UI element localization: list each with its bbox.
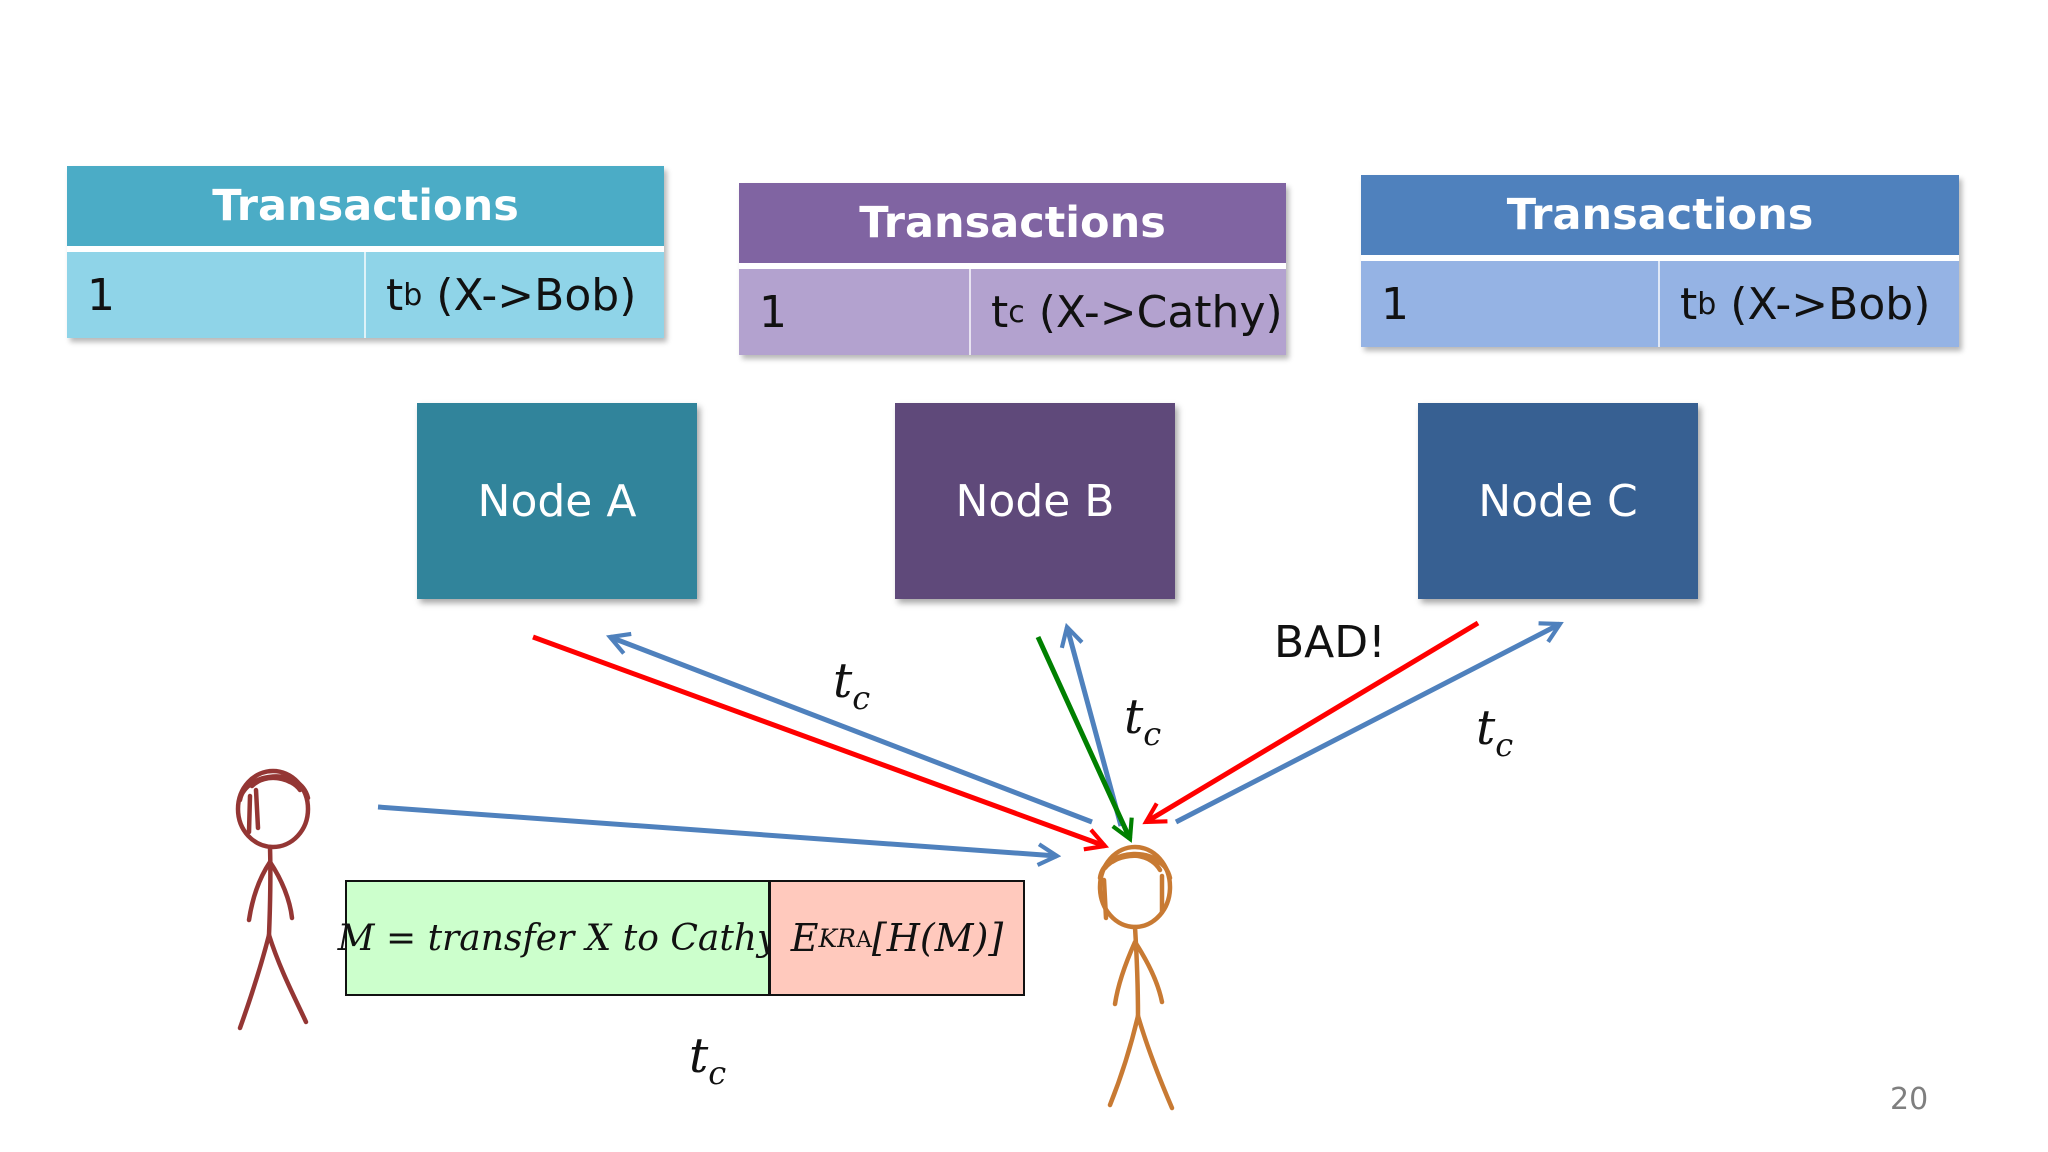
tx-description: (X->Bob) (1716, 278, 1931, 330)
row-index: 1 (67, 252, 366, 338)
arrow-sender-to-cathy (377, 804, 1057, 856)
arrow-cathy-to-node-b (1067, 627, 1124, 827)
node-a: Node A (417, 403, 697, 599)
table-header: Transactions (67, 166, 664, 246)
table-header: Transactions (1361, 175, 1959, 255)
bad-label: BAD! (1274, 617, 1386, 668)
tc-subscript: c (852, 679, 871, 717)
arrow-node-c-to-cathy (1146, 620, 1480, 822)
tc-label-node-a: tc (833, 657, 870, 714)
signature-hash: [H(M)] (871, 916, 1004, 960)
tc-letter: t (833, 653, 853, 709)
tc-label-message: tc (689, 1032, 726, 1089)
tc-label-node-c: tc (1476, 704, 1513, 761)
page-number: 20 (1890, 1082, 1929, 1117)
tc-label-node-b: tc (1124, 693, 1161, 750)
tc-subscript: c (708, 1054, 727, 1092)
arrow-node-b-to-cathy (1035, 635, 1130, 839)
row-index: 1 (1361, 261, 1660, 347)
signature-e: E (790, 916, 819, 960)
table-header: Transactions (739, 183, 1286, 263)
tx-subscript: b (403, 277, 423, 313)
tx-subscript: b (1697, 286, 1717, 322)
tx-subscript: c (1008, 294, 1025, 330)
tc-letter: t (1476, 700, 1496, 756)
table-divider (1361, 255, 1959, 261)
tc-letter: t (1124, 689, 1144, 745)
tx-description: (X->Cathy) (1024, 286, 1283, 338)
cathy-stick-figure (1097, 844, 1175, 1111)
table-divider (739, 263, 1286, 269)
arrow-node-a-to-cathy (532, 634, 1105, 846)
tx-letter: t (991, 286, 1009, 338)
arrow-cathy-to-node-a (610, 637, 1093, 825)
arrow-cathy-to-node-c (1174, 624, 1560, 825)
tc-letter: t (689, 1028, 709, 1084)
node-c: Node C (1418, 403, 1698, 599)
message-plaintext-box: M = transfer X to Cathy (338, 880, 777, 996)
signature-subsubscript: A (856, 927, 872, 953)
sender-stick-figure (235, 768, 311, 1031)
tx-description: (X->Bob) (422, 269, 637, 321)
tx-letter: t (386, 269, 404, 321)
tc-subscript: c (1495, 726, 1514, 764)
tx-letter: t (1680, 278, 1698, 330)
signature-subscript: KR (818, 923, 857, 953)
row-index: 1 (739, 269, 971, 355)
tc-subscript: c (1143, 715, 1162, 753)
node-b: Node B (895, 403, 1175, 599)
table-divider (67, 246, 664, 252)
